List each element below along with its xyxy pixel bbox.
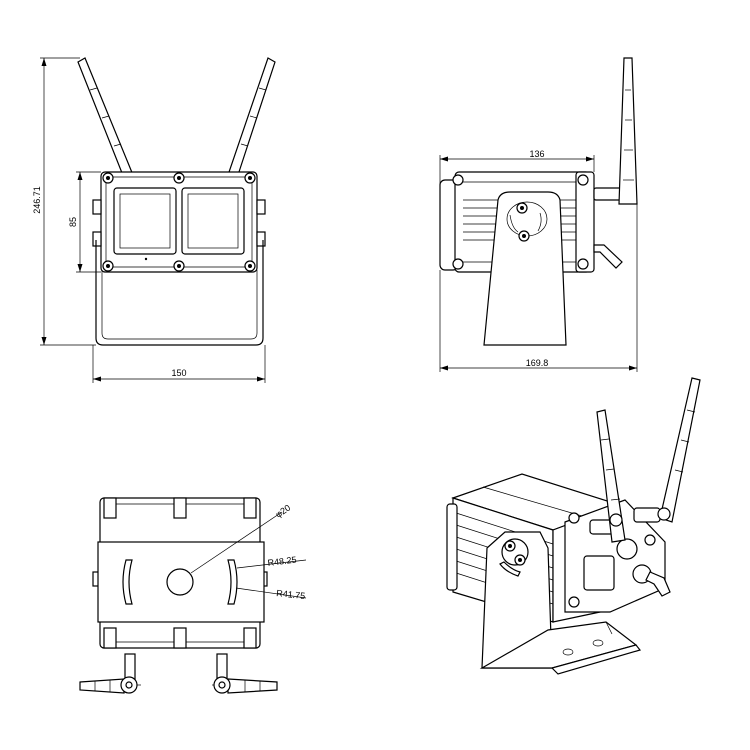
front-right-antenna xyxy=(227,57,276,179)
dim-overall-depth: 169.8 xyxy=(439,204,638,372)
bottom-right-slot xyxy=(227,559,238,605)
iso-bracket-base xyxy=(479,621,638,669)
dim-housing-height-label: 85 xyxy=(68,217,78,227)
dim-hole-diameter-label: φ20 xyxy=(274,502,293,519)
bottom-left-slot xyxy=(122,559,133,605)
side-mount-bracket xyxy=(483,191,567,346)
dim-body-depth-label: 136 xyxy=(529,149,544,159)
dim-overall-depth-label: 169.8 xyxy=(526,358,549,368)
front-view: 246.71 85 150 xyxy=(32,57,276,383)
front-left-antenna xyxy=(77,57,134,179)
iso-view xyxy=(446,377,701,675)
side-antenna xyxy=(618,57,638,205)
dim-width-label: 150 xyxy=(171,368,186,378)
dim-slot-outer-label: R48.25 xyxy=(267,555,297,568)
front-left-window xyxy=(113,187,177,255)
dim-overall-height-label: 246.71 xyxy=(32,186,42,214)
iso-right-antenna xyxy=(657,377,701,523)
bottom-right-antenna xyxy=(212,653,278,694)
bottom-view: φ20 R48.25 R41.75 xyxy=(79,497,307,694)
dim-body-depth: 136 xyxy=(439,149,595,185)
dim-slot-inner-label: R41.75 xyxy=(276,588,306,601)
dim-overall-height: 246.71 xyxy=(32,57,96,346)
front-u-bracket xyxy=(95,240,264,346)
bottom-left-antenna xyxy=(79,653,141,694)
side-view: 136 169.8 xyxy=(439,57,638,372)
bottom-center-hole xyxy=(166,568,194,596)
iso-left-antenna xyxy=(596,409,626,543)
dim-width: 150 xyxy=(92,345,266,383)
front-right-window xyxy=(181,187,245,255)
dim-housing-height: 85 xyxy=(68,171,101,273)
